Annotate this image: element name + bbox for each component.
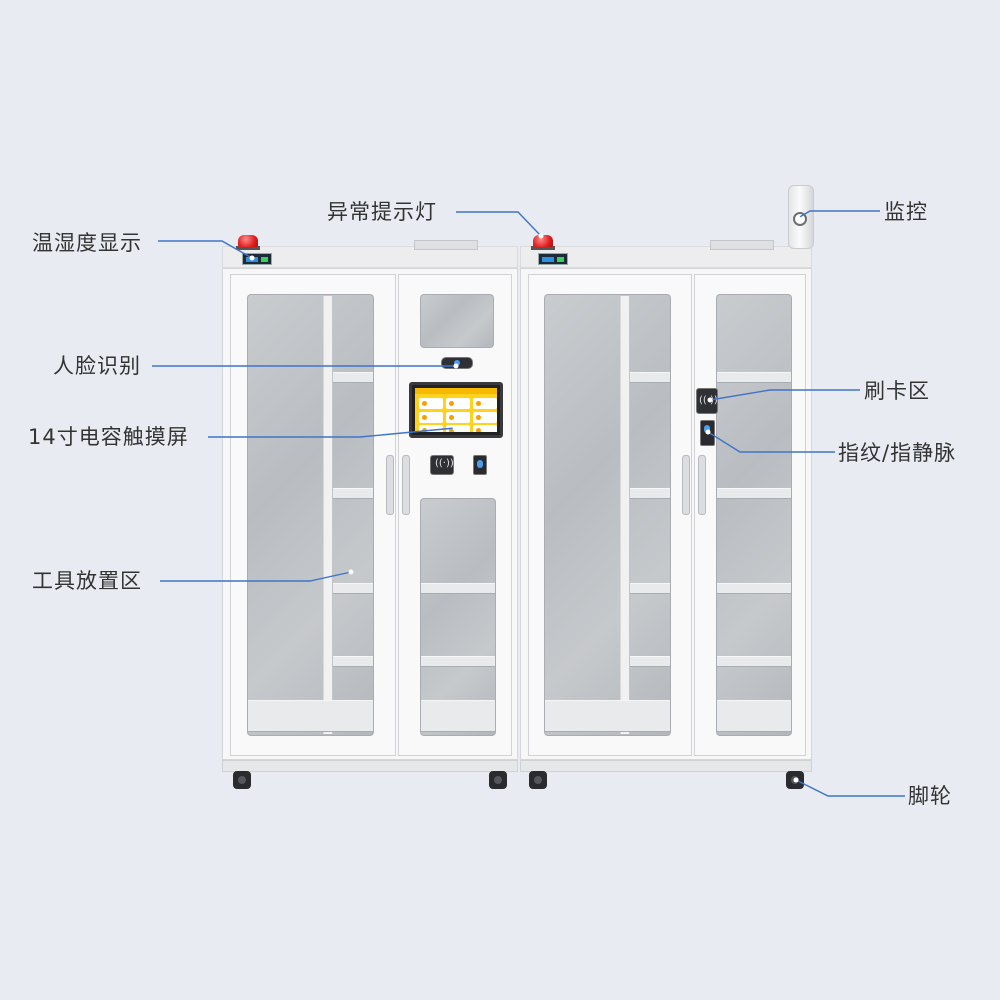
rfid-wave-glyph: ((·)) <box>435 458 454 469</box>
shelf <box>630 372 670 383</box>
leader-dot <box>452 425 458 431</box>
label-fingerprint-vein: 指纹/指静脉 <box>838 441 957 465</box>
shelf <box>333 488 373 499</box>
leader-touchscreen <box>208 427 456 438</box>
leader-dot <box>793 777 799 783</box>
screen-tile[interactable] <box>446 425 470 432</box>
caster-wheel-icon <box>529 771 547 789</box>
label-casters: 脚轮 <box>908 784 952 808</box>
rfid-reader-icon[interactable]: ((·)) <box>430 455 454 475</box>
label-monitoring: 监控 <box>884 200 928 224</box>
shelf <box>421 656 495 667</box>
shelf <box>545 700 670 732</box>
label-face-recognition: 人脸识别 <box>53 354 141 378</box>
alarm-light-icon <box>238 235 258 247</box>
alarm-light-icon <box>533 235 553 247</box>
leader-card-swipe <box>709 389 860 401</box>
label-tool-storage-area: 工具放置区 <box>32 569 142 593</box>
label-temp-humidity-display: 温湿度显示 <box>32 231 142 255</box>
door-handle[interactable] <box>386 455 394 515</box>
leader-dot <box>795 215 801 221</box>
shelf <box>333 583 373 594</box>
screen-tile[interactable] <box>419 398 443 409</box>
leader-tool-storage <box>160 571 352 582</box>
leader-dot <box>453 363 459 369</box>
screen-tile[interactable] <box>473 412 497 423</box>
left-top-vent <box>414 240 478 250</box>
label-touchscreen: 14寸电容触摸屏 <box>28 425 189 449</box>
leader-dot <box>249 255 255 261</box>
shelf <box>630 583 670 594</box>
leader-alarm-light <box>456 211 542 237</box>
leader-temp-humidity <box>158 240 253 259</box>
fingerprint-icon[interactable] <box>473 455 487 475</box>
leader-dot <box>705 429 711 435</box>
leader-casters <box>795 779 905 797</box>
shelf <box>333 656 373 667</box>
shelf <box>717 372 791 383</box>
shelf <box>717 488 791 499</box>
upper-window-glass <box>420 294 494 348</box>
leader-dot <box>348 569 354 575</box>
door-handle[interactable] <box>402 455 410 515</box>
screen-tile[interactable] <box>419 425 443 432</box>
right-lamp-base <box>531 246 555 250</box>
shelf <box>421 700 495 732</box>
leader-dot <box>538 233 544 239</box>
right-cabinet-base <box>520 760 812 772</box>
shelf <box>717 700 791 732</box>
right-cabinet-top <box>520 246 812 268</box>
shelf-divider-post <box>323 296 333 734</box>
lower-window-glass <box>420 498 496 736</box>
screen-tile[interactable] <box>473 425 497 432</box>
shelf <box>630 488 670 499</box>
leader-monitoring <box>797 210 880 219</box>
shelf <box>248 700 373 732</box>
left-cabinet-top <box>222 246 518 268</box>
left-cabinet-base <box>222 760 518 772</box>
caster-wheel-icon <box>489 771 507 789</box>
thermometer-display-icon <box>538 253 568 265</box>
left-lamp-base <box>236 246 260 250</box>
leader-fingerprint <box>707 431 835 453</box>
shelf <box>333 372 373 383</box>
shelf <box>717 583 791 594</box>
caster-wheel-icon <box>233 771 251 789</box>
touchscreen-ui <box>415 388 497 432</box>
screen-header-bar <box>415 388 497 394</box>
label-alarm-light: 异常提示灯 <box>327 200 437 224</box>
screen-tile[interactable] <box>446 412 470 423</box>
door-handle[interactable] <box>698 455 706 515</box>
shelf <box>630 656 670 667</box>
door-handle[interactable] <box>682 455 690 515</box>
screen-tile[interactable] <box>419 412 443 423</box>
shelf <box>717 656 791 667</box>
leader-dot <box>707 397 713 403</box>
screen-tile[interactable] <box>446 398 470 409</box>
label-card-swipe-area: 刷卡区 <box>864 379 930 403</box>
right-top-vent <box>710 240 774 250</box>
shelf-divider-post <box>620 296 630 734</box>
shelf <box>421 583 495 594</box>
screen-tile[interactable] <box>473 398 497 409</box>
